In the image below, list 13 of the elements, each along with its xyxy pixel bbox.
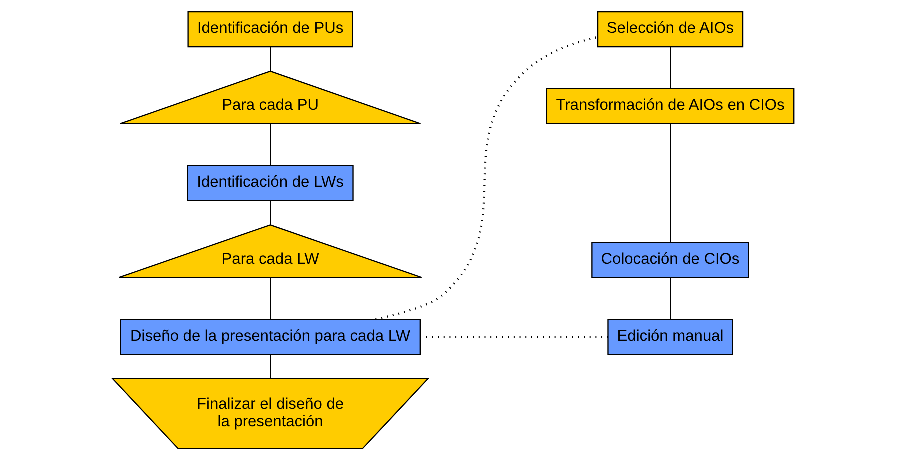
node-box: Diseño de la presentación para cada LW	[120, 318, 420, 356]
connector	[270, 46, 271, 72]
connector	[270, 200, 271, 226]
connector	[375, 36, 598, 321]
node-box: Colocación de CIOs	[591, 242, 749, 278]
node-box: Identificación de LWs	[186, 165, 354, 202]
node-box: Transformación de AIOs en CIOs	[546, 88, 794, 125]
connector	[270, 354, 271, 380]
node-box: Selección de AIOs	[596, 11, 744, 48]
node-box: Identificación de PUs	[187, 11, 353, 48]
node-box: Edición manual	[607, 318, 733, 356]
connector	[270, 124, 271, 166]
connector	[270, 277, 271, 320]
